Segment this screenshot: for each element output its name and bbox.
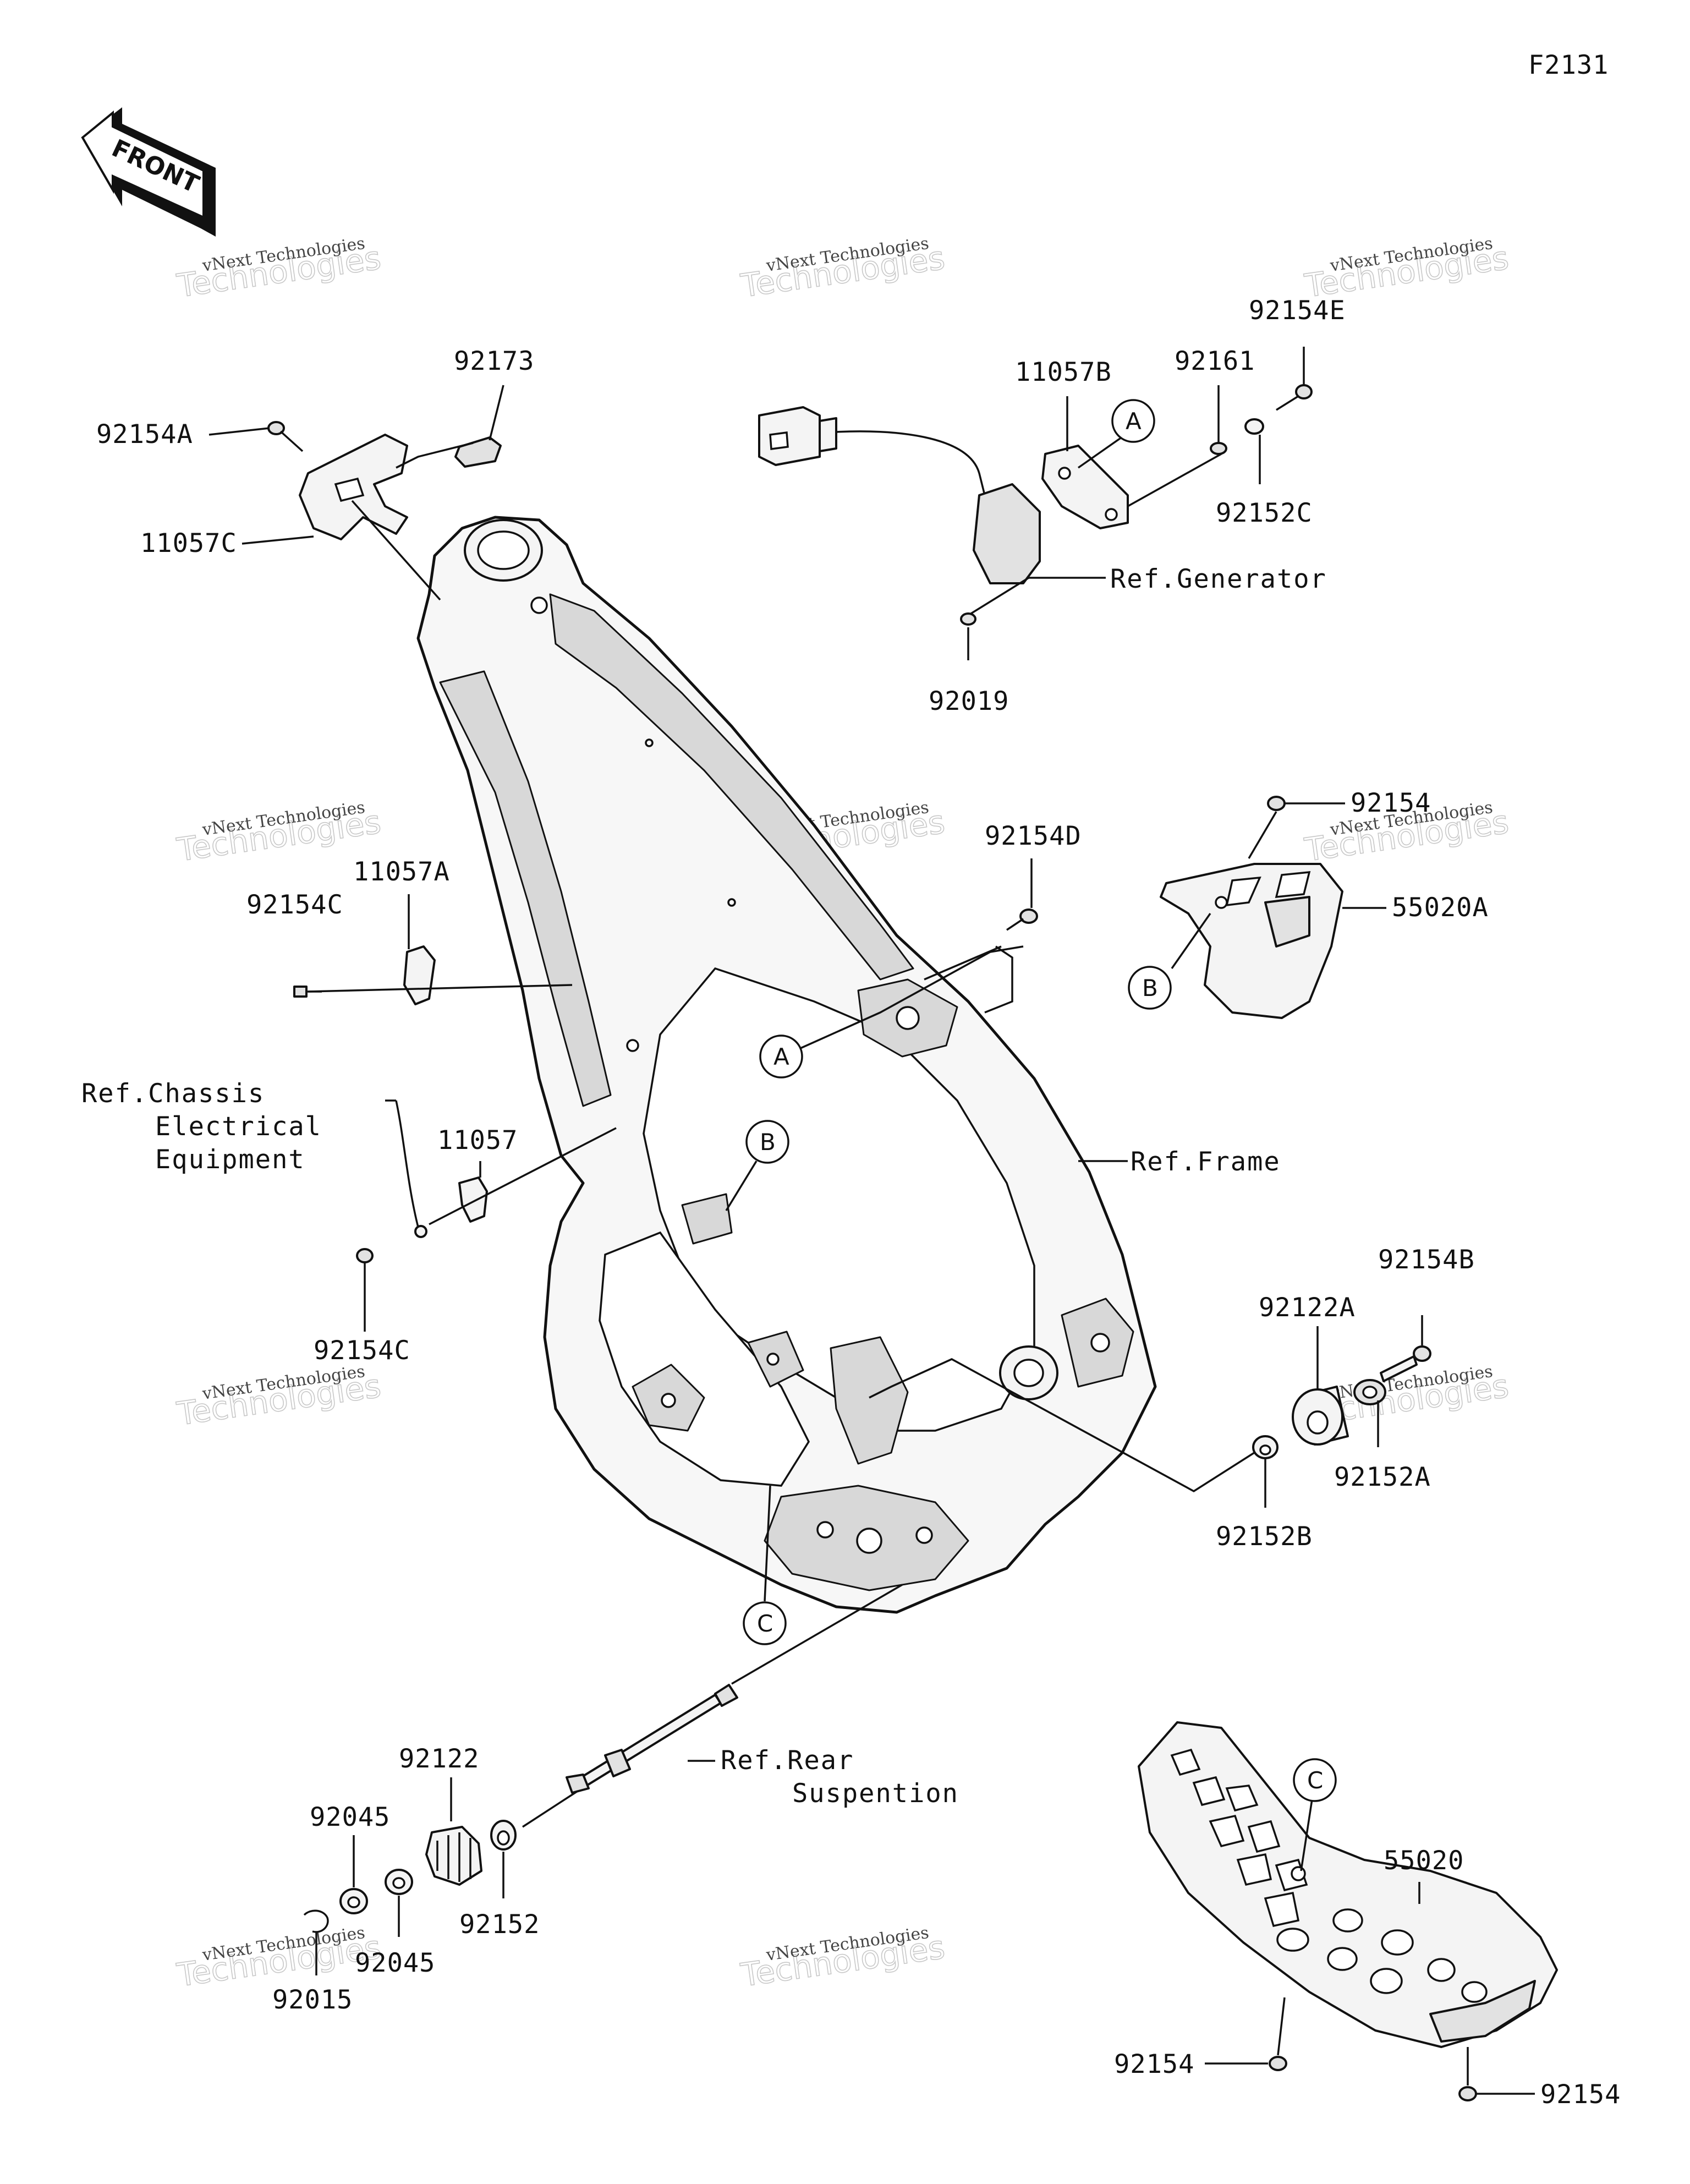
bolt-92154E-icon bbox=[1276, 384, 1313, 411]
front-arrow-icon: FRONT bbox=[81, 107, 216, 237]
ref-frame: Ref.Frame bbox=[1131, 1147, 1281, 1177]
svg-text:C: C bbox=[757, 1610, 773, 1637]
part-labels: 92173 92154A 11057C 11057B 92161 92154E … bbox=[96, 295, 1621, 2110]
watermark: Technologies vNext Technologies bbox=[174, 1362, 383, 1433]
watermark: Technologies vNext Technologies bbox=[738, 1923, 947, 1995]
clamp-11057-icon bbox=[458, 1176, 488, 1223]
label-92045-top: 92045 bbox=[310, 1802, 390, 1832]
nut-92019-icon bbox=[960, 612, 976, 626]
label-11057A: 11057A bbox=[353, 857, 450, 887]
clamp-11057A-icon bbox=[403, 945, 436, 1005]
ref-chassis-line3: Equipment bbox=[155, 1145, 305, 1175]
label-92154E: 92154E bbox=[1249, 295, 1346, 326]
svg-text:B: B bbox=[1142, 975, 1158, 1001]
label-92154B: 92154B bbox=[1378, 1245, 1475, 1275]
seal-92045-upper-icon bbox=[339, 1888, 368, 1914]
label-92154-bottom-right: 92154 bbox=[1540, 2079, 1621, 2110]
watermark: Technologies vNext Technologies bbox=[738, 234, 947, 305]
bolt-92154-bottom-right-icon bbox=[1458, 2086, 1477, 2101]
label-92154A: 92154A bbox=[96, 419, 193, 450]
ref-generator: Ref.Generator bbox=[1110, 564, 1327, 594]
label-11057B: 11057B bbox=[1015, 357, 1112, 387]
collar-92152B-icon bbox=[1252, 1435, 1279, 1459]
svg-text:C: C bbox=[1307, 1767, 1323, 1794]
callout-b-right: B bbox=[1128, 966, 1172, 1010]
label-92152C: 92152C bbox=[1216, 498, 1313, 528]
label-92154-top: 92154 bbox=[1351, 788, 1431, 818]
label-92045-bottom: 92045 bbox=[355, 1948, 435, 1978]
ref-chassis-line2: Electrical bbox=[155, 1112, 322, 1142]
bolt-92154D-icon bbox=[1006, 908, 1038, 931]
label-92152B: 92152B bbox=[1216, 1521, 1313, 1552]
label-11057: 11057 bbox=[437, 1125, 518, 1156]
bolt-92154B-icon bbox=[1380, 1345, 1431, 1382]
label-55020: 55020 bbox=[1384, 1846, 1464, 1876]
pivot-shaft-icon bbox=[566, 1684, 738, 1794]
ref-rear-line1: Ref.Rear bbox=[721, 1745, 854, 1776]
label-92154C-top: 92154C bbox=[246, 890, 343, 920]
label-92019: 92019 bbox=[929, 686, 1009, 716]
leader-lines bbox=[208, 347, 1535, 2095]
figure-code: F2131 bbox=[1528, 50, 1609, 80]
skid-plate-55020-icon bbox=[1138, 1721, 1558, 2048]
label-55020A: 55020A bbox=[1392, 893, 1489, 923]
svg-text:A: A bbox=[773, 1043, 789, 1070]
label-92152: 92152 bbox=[459, 1909, 540, 1940]
callout-a-lower: A bbox=[759, 1034, 803, 1079]
nut-92161-icon bbox=[1210, 442, 1227, 455]
bolt-92154-top-icon bbox=[1267, 796, 1286, 811]
generator-connector-icon bbox=[758, 406, 986, 496]
ref-chassis-line1: Ref.Chassis bbox=[81, 1079, 265, 1109]
callout-c-skid: C bbox=[1293, 1758, 1337, 1802]
callout-c-center: C bbox=[743, 1601, 787, 1645]
label-92152A: 92152A bbox=[1334, 1462, 1431, 1492]
collar-92152-icon bbox=[490, 1820, 517, 1851]
label-11057C: 11057C bbox=[140, 528, 237, 559]
pickup-coil-icon bbox=[973, 483, 1041, 584]
label-92015: 92015 bbox=[272, 1985, 353, 2015]
bushing-92122A-icon bbox=[1292, 1386, 1349, 1446]
svg-text:A: A bbox=[1126, 408, 1142, 435]
label-92161: 92161 bbox=[1175, 346, 1255, 376]
wire-icon bbox=[395, 1100, 419, 1228]
watermark: Technologies vNext Technologies bbox=[174, 234, 383, 305]
watermark: Technologies vNext Technologies bbox=[1302, 234, 1511, 305]
callout-a-upper: A bbox=[1111, 399, 1155, 443]
seal-92045-lower-icon bbox=[385, 1869, 413, 1895]
watermark: Technologies vNext Technologies bbox=[174, 798, 383, 869]
bolt-92154A-icon bbox=[267, 421, 304, 452]
label-92122A: 92122A bbox=[1259, 1293, 1356, 1323]
part-92173-icon bbox=[454, 436, 502, 468]
bolt-92154C-bottom-icon bbox=[356, 1248, 374, 1263]
callout-b-center: B bbox=[745, 1120, 789, 1164]
label-92173: 92173 bbox=[454, 346, 534, 376]
bolt-92154-bottom-left-icon bbox=[1269, 2056, 1287, 2071]
label-92154C-bottom: 92154C bbox=[314, 1335, 410, 1366]
label-92154D: 92154D bbox=[985, 821, 1082, 851]
collar-92152C-icon bbox=[1244, 418, 1264, 435]
label-92122: 92122 bbox=[399, 1744, 479, 1774]
ref-rear-line2: Suspention bbox=[792, 1778, 959, 1809]
watermark: Technologies vNext Technologies bbox=[174, 1923, 383, 1995]
reference-labels: Ref.Generator Ref.Frame Ref.Chassis Elec… bbox=[81, 564, 1327, 1809]
label-92154-bottom-left: 92154 bbox=[1114, 2049, 1194, 2079]
svg-text:B: B bbox=[760, 1129, 776, 1156]
bushing-92122-icon bbox=[425, 1826, 482, 1886]
bracket-11057B-icon bbox=[1041, 445, 1129, 529]
circlip-92015-icon bbox=[303, 1909, 329, 1933]
